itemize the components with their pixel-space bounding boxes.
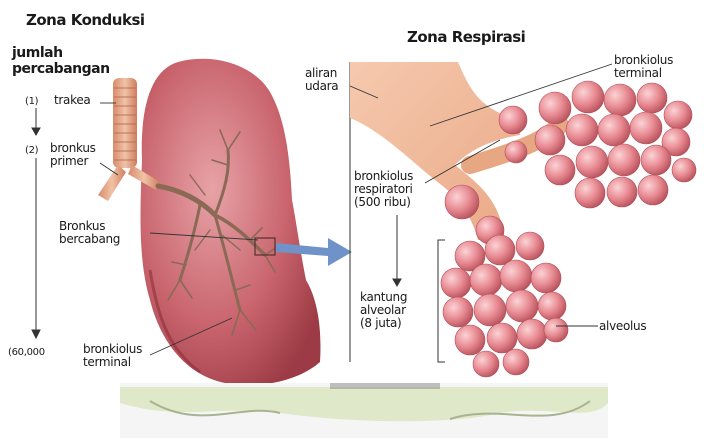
marker-2: (2) [25, 144, 38, 157]
marker-1: (1) [25, 95, 38, 108]
bottom-strip [120, 383, 608, 438]
respiratory-axis [393, 215, 445, 362]
lung-illustration [140, 59, 320, 385]
label-terminal-bronchiole-left: bronkiolus terminal [83, 343, 142, 369]
respiration-zone-title: Zona Respirasi [407, 29, 525, 45]
label-alveolar-sac: kantung alveolar (8 juta) [360, 291, 407, 330]
label-respiratory-bronchiole: bronkiolus respiratori (500 ribu) [354, 170, 413, 209]
bottom-illustration [120, 383, 608, 438]
label-alveolus: alveolus [599, 320, 646, 333]
label-branching-bronchus: Bronkus bercabang [59, 220, 120, 246]
alveoli-cluster-lower [441, 216, 568, 377]
label-airflow: aliran udara [305, 67, 338, 93]
conduction-zone-title: Zona Konduksi [26, 12, 145, 28]
branch-count-label: jumlah percabangan [12, 45, 110, 77]
marker-60000: (60,000 [8, 346, 45, 359]
label-primary-bronchus: bronkus primer [50, 142, 96, 168]
label-terminal-bronchiole-right: bronkiolus terminal [614, 54, 673, 80]
label-trachea: trakea [54, 94, 90, 107]
branch-count-axis [32, 108, 40, 338]
